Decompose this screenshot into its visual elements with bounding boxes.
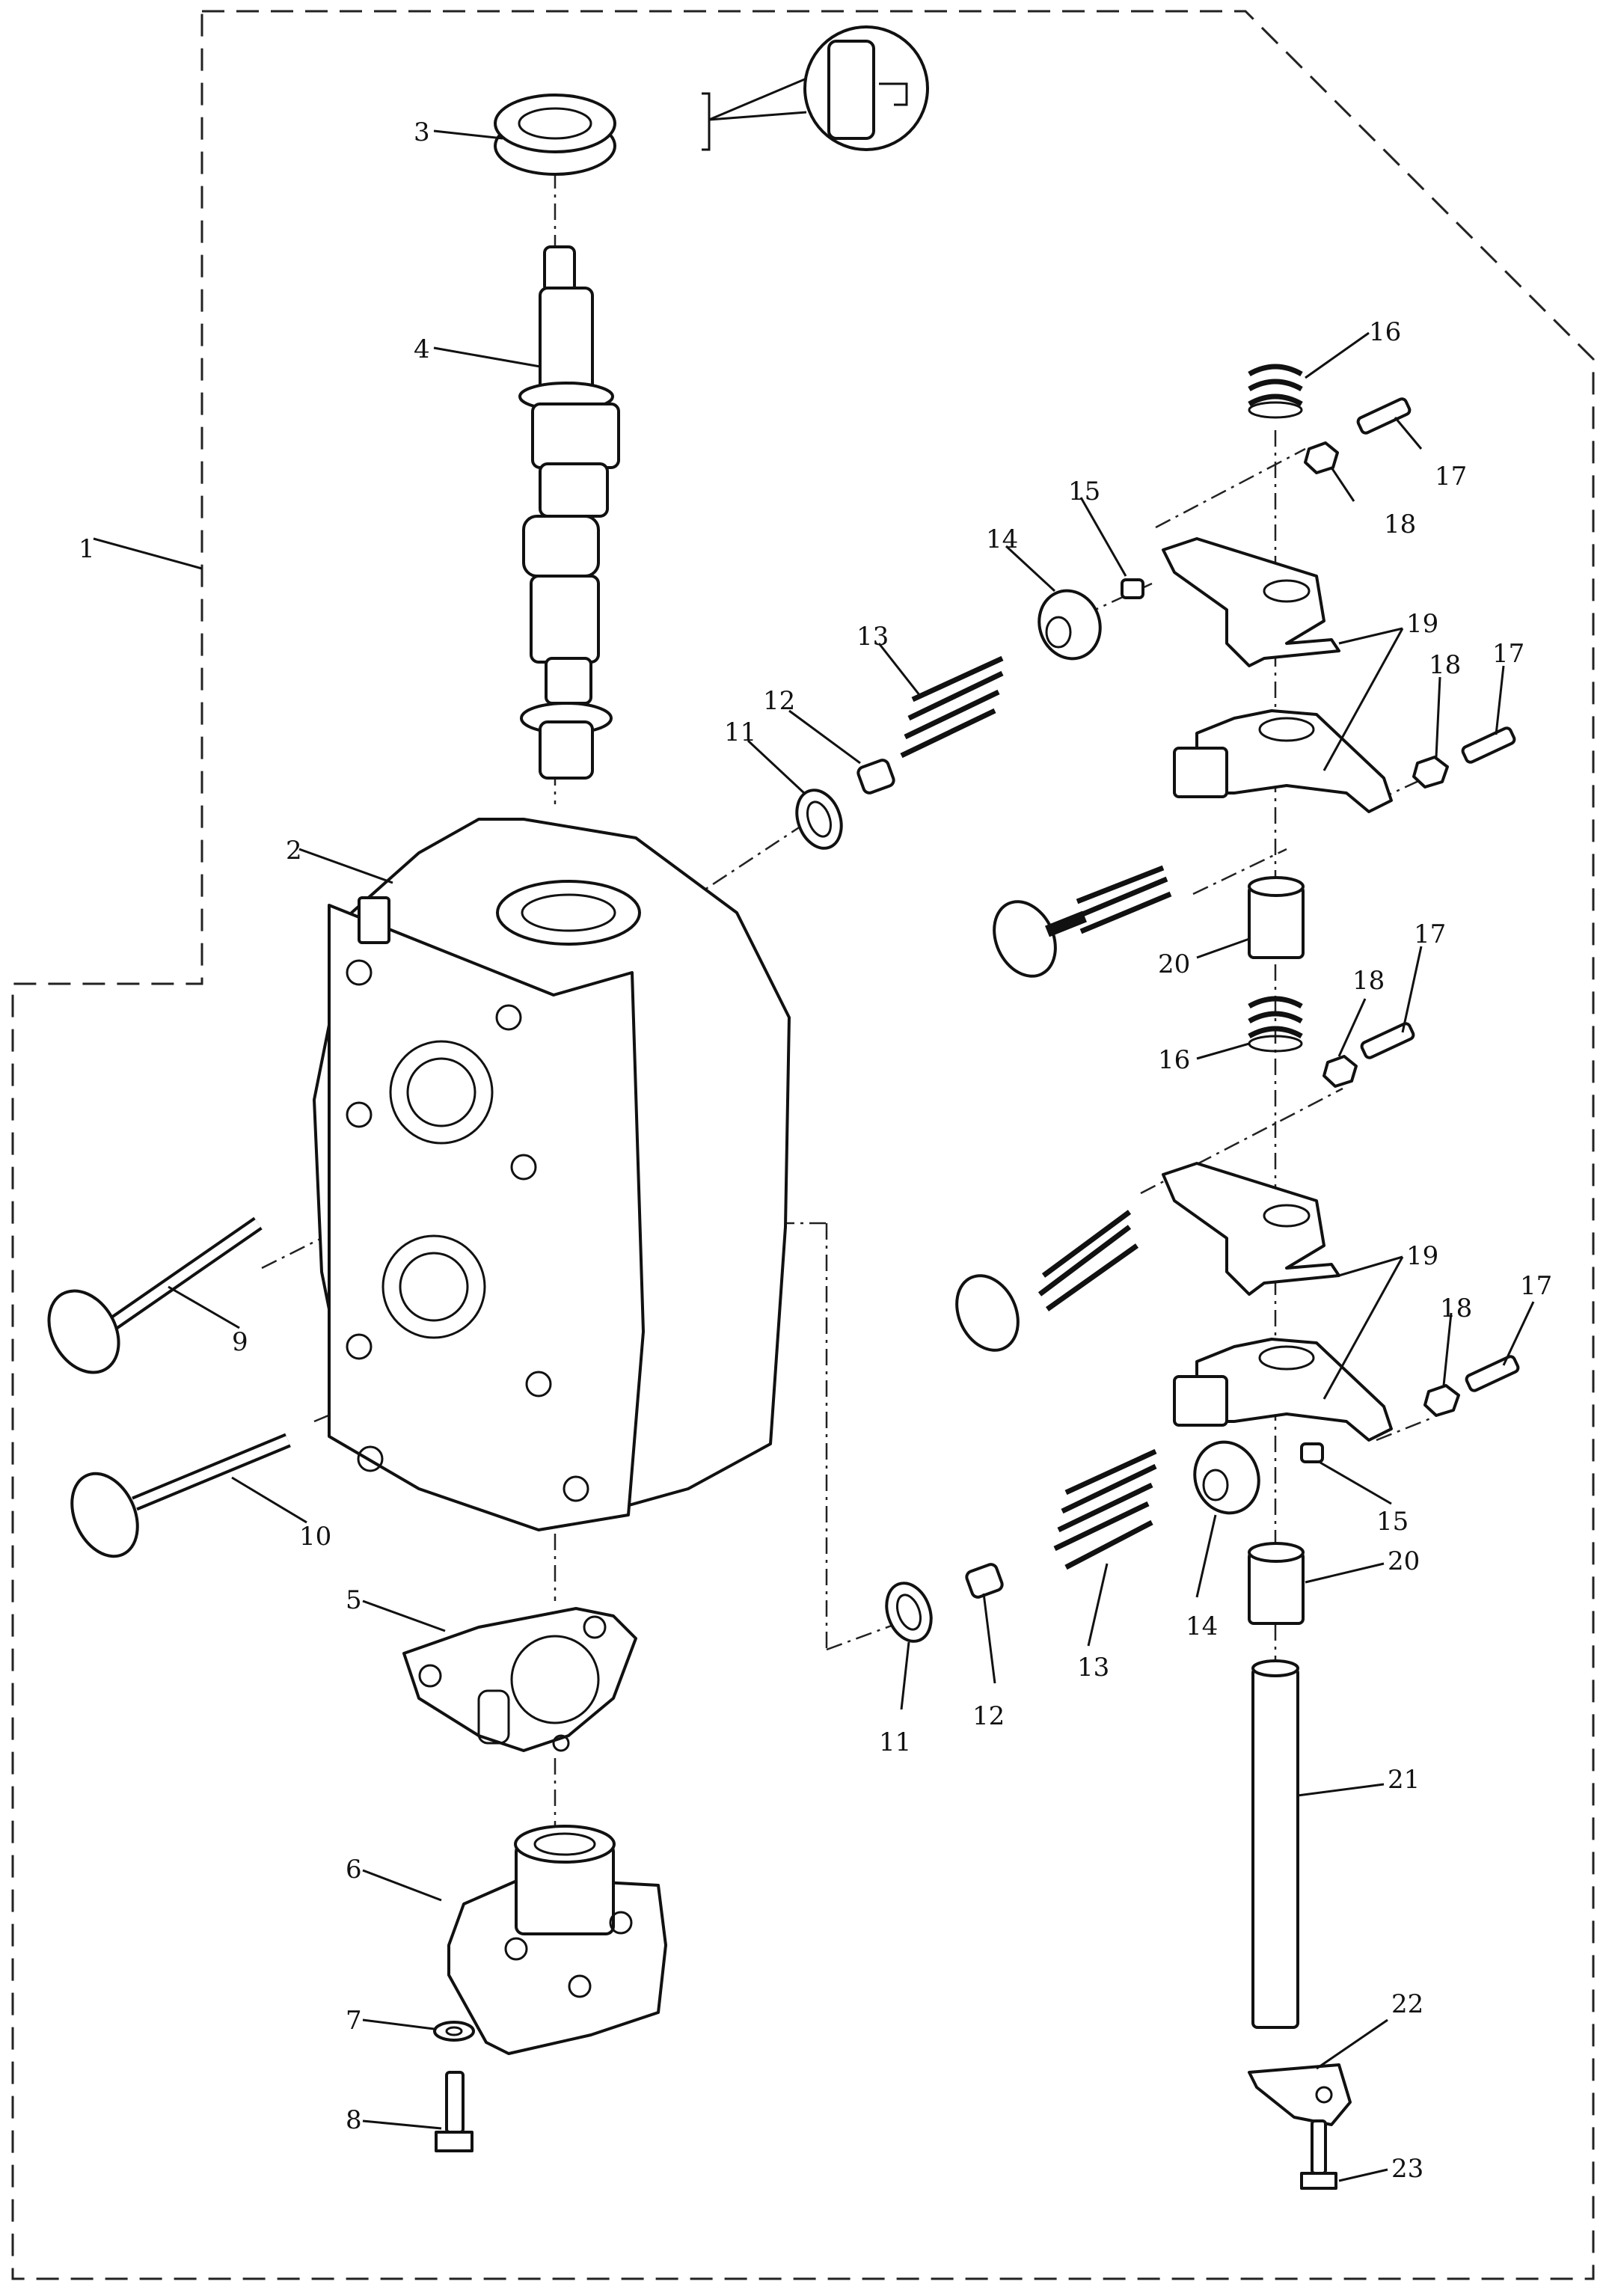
label-16-lower: 16: [1158, 1045, 1190, 1075]
label-11-lower: 11: [879, 1727, 911, 1757]
gasket: [402, 1607, 637, 1752]
label-8: 8: [346, 2105, 362, 2135]
label-7: 7: [346, 2006, 362, 2036]
nut-18-b: [1412, 756, 1449, 789]
label-11-upper: 11: [724, 717, 756, 747]
label-6: 6: [346, 1855, 362, 1885]
washer-11-lower: [885, 1582, 933, 1643]
seal-12-upper: [856, 759, 895, 795]
washer-11-upper: [795, 789, 843, 850]
camshaft: [518, 245, 620, 780]
label-20-upper: 20: [1158, 949, 1190, 979]
leader-lines: [93, 129, 1535, 2182]
label-23: 23: [1391, 2154, 1423, 2184]
label-20-lower: 20: [1388, 1546, 1420, 1576]
label-17-lower: 17: [1414, 919, 1446, 949]
label-9: 9: [232, 1327, 248, 1357]
label-12-lower: 12: [972, 1701, 1005, 1731]
adjust-screw-17-d: [1465, 1355, 1520, 1392]
spring-retainer-14-upper: [1038, 589, 1102, 661]
rocker-arm-19-c: [1162, 1162, 1340, 1296]
label-19-lower: 19: [1406, 1241, 1438, 1271]
push-rod-21: [1251, 1659, 1299, 2029]
nut-18-upper: [1304, 441, 1339, 474]
label-17-d: 17: [1520, 1271, 1552, 1301]
label-19-upper: 19: [1406, 609, 1438, 639]
nut-18-lower: [1323, 1055, 1358, 1088]
spring-retainer-14-lower: [1193, 1440, 1260, 1515]
rocker-arm-19-d: [1173, 1338, 1393, 1442]
oil-seal: [494, 94, 616, 176]
valve-spring-lower-right: [955, 1210, 1139, 1352]
label-18-lower: 18: [1352, 966, 1385, 996]
valve-spring-upper-right: [993, 865, 1172, 978]
label-12-upper: 12: [763, 686, 795, 716]
label-2: 2: [286, 836, 302, 866]
label-13-upper: 13: [856, 622, 889, 652]
label-4: 4: [414, 334, 430, 364]
seal-detail-callout: [702, 25, 929, 151]
adjust-screw-17-lower: [1360, 1022, 1415, 1059]
plate-22: [1248, 2063, 1352, 2126]
adjust-screw-17-b: [1461, 726, 1516, 764]
cotter-15-upper: [1121, 578, 1144, 599]
label-5: 5: [346, 1585, 362, 1615]
cylinder-head: [313, 818, 791, 1531]
spring-16-upper: [1248, 364, 1303, 419]
nut-18-d: [1423, 1384, 1460, 1417]
label-3: 3: [414, 117, 430, 147]
label-18-d: 18: [1440, 1294, 1472, 1323]
label-1: 1: [79, 534, 95, 564]
label-16-upper: 16: [1369, 317, 1401, 347]
label-17-b: 17: [1492, 639, 1524, 669]
label-14-lower: 14: [1186, 1611, 1218, 1641]
rocker-arm-19-b: [1173, 709, 1393, 813]
screw-23: [1300, 2119, 1337, 2190]
label-18-b: 18: [1429, 650, 1461, 680]
valve-left-lower: [70, 1433, 291, 1558]
label-17-upper: 17: [1435, 462, 1467, 492]
label-18-upper: 18: [1384, 509, 1416, 539]
valve-spring-13-lower: [1053, 1448, 1157, 1570]
label-21: 21: [1388, 1765, 1420, 1795]
label-13-lower: 13: [1077, 1653, 1109, 1683]
cotter-15-lower: [1300, 1442, 1324, 1463]
label-15-lower: 15: [1376, 1507, 1409, 1537]
label-15-upper: 15: [1068, 477, 1100, 506]
bolt-8: [435, 2071, 473, 2152]
part-labels: 1 2 3 4 5 6 7 8 9 10 11 12 13 14 15 16 1…: [79, 117, 1552, 2184]
lifter-20-lower: [1248, 1542, 1305, 1625]
label-10: 10: [299, 1522, 331, 1552]
label-22: 22: [1391, 1989, 1423, 2019]
seal-12-lower: [965, 1563, 1004, 1599]
rocker-arm-19-a: [1162, 537, 1340, 667]
valve-spring-13-upper: [900, 655, 1004, 759]
assembly-boundary: [11, 10, 1595, 2280]
oil-pump: [447, 1825, 667, 2055]
washer-7: [433, 2021, 475, 2042]
lifter-20-upper: [1248, 876, 1305, 959]
adjust-screw-17-upper: [1356, 397, 1412, 435]
valve-left-upper: [47, 1216, 263, 1374]
label-14-upper: 14: [986, 524, 1018, 554]
